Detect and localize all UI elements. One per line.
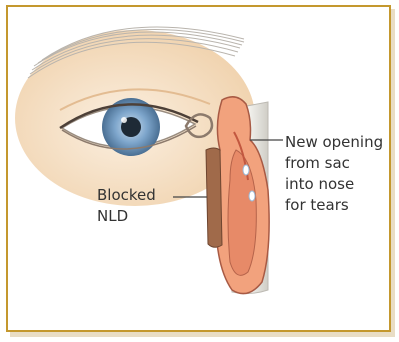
blocked-duct <box>206 148 222 247</box>
tear-drop <box>243 165 249 175</box>
blocked-nld-label: Blocked NLD <box>97 185 177 227</box>
eye-highlight <box>121 117 127 123</box>
tear-drop <box>249 191 255 201</box>
new-opening-label: New opening from sac into nose for tears <box>285 132 395 216</box>
